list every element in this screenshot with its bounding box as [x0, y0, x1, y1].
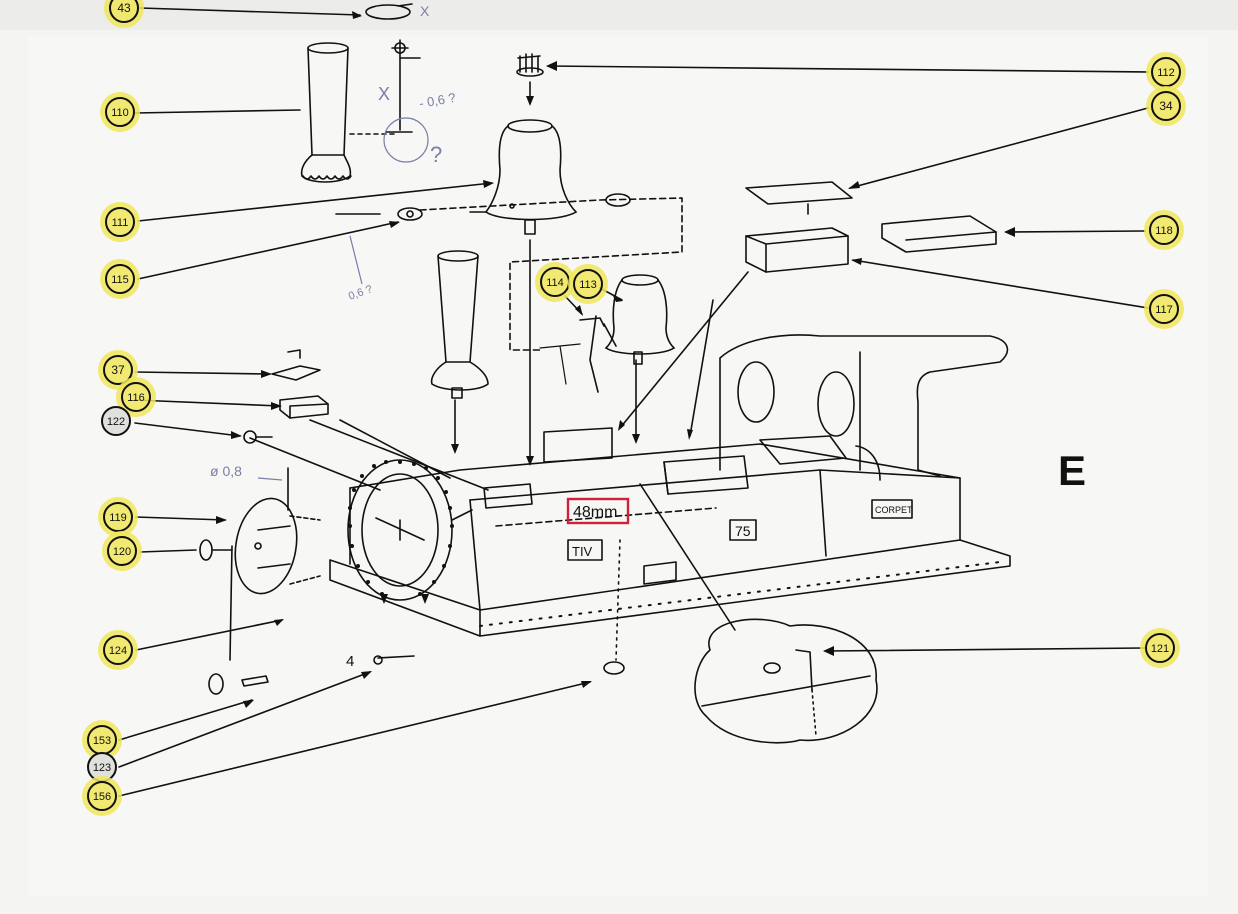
- callout-label: 124: [109, 645, 127, 657]
- part-122-drawing: [243, 430, 273, 444]
- callout-label: 119: [109, 512, 127, 524]
- side-plate-label: TIV: [572, 544, 593, 559]
- highlight-mark: [104, 0, 144, 28]
- part-116-drawing: [279, 395, 329, 419]
- callout-117: 117: [1144, 289, 1184, 329]
- callout-ring: [103, 635, 133, 665]
- callout-label: 111: [112, 217, 129, 229]
- callout-ring: [105, 207, 135, 237]
- callout-label: 112: [1157, 67, 1175, 79]
- note-dimension: - 0,6 ?: [418, 90, 457, 111]
- callout-ring: [109, 0, 139, 23]
- callout-label: 120: [113, 546, 131, 558]
- callout-ring: [1149, 215, 1179, 245]
- callout-ring: [1145, 633, 1175, 663]
- callout-ring: [101, 406, 131, 436]
- callout-label: 123: [93, 762, 111, 774]
- pencil-marks: [257, 117, 429, 481]
- callout-label: 117: [1155, 304, 1173, 316]
- callout-label: 115: [111, 274, 129, 286]
- leader-lines: [118, 7, 1149, 797]
- note-diameter: ø 0,8: [210, 463, 242, 479]
- callout-ring: [121, 382, 151, 412]
- callout-label: 153: [93, 735, 111, 747]
- callout-43: 43: [104, 0, 144, 28]
- callout-34: 34: [1146, 86, 1186, 126]
- funnel-drawing: [430, 250, 489, 399]
- part-34-drawing: [745, 181, 853, 215]
- callout-119: 119: [98, 497, 138, 537]
- smokebox-rivets: [348, 460, 454, 596]
- callout-156: 156: [82, 776, 122, 816]
- quantity-label: 4: [346, 653, 354, 670]
- callout-120: 120: [102, 531, 142, 571]
- cab-plate-label: CORPET: [875, 505, 913, 515]
- callout-124: 124: [98, 630, 138, 670]
- callout-ring: [105, 97, 135, 127]
- part-117-drawing: [745, 227, 849, 273]
- arrow-heads: [216, 11, 1015, 708]
- callout-label: 116: [127, 392, 145, 404]
- part-111-drawing: [335, 119, 683, 351]
- part-113-drawing: [539, 274, 675, 393]
- callout-ring: [105, 264, 135, 294]
- callout-label: 43: [117, 1, 131, 15]
- callout-label: 110: [111, 107, 129, 119]
- note-x: X: [378, 84, 390, 104]
- callout-label: 34: [1159, 99, 1173, 113]
- callout-label: 118: [1155, 225, 1173, 237]
- callout-label: 122: [107, 416, 125, 428]
- callout-label: 113: [579, 279, 597, 291]
- part-118-drawing: [881, 215, 997, 253]
- callout-110: 110: [100, 92, 140, 132]
- part-43-drawing: [365, 3, 413, 20]
- callout-113: 113: [568, 264, 608, 304]
- part-112-drawing: [516, 53, 544, 77]
- callout-112: 112: [1146, 52, 1186, 92]
- callout-122: 122: [101, 406, 131, 436]
- locomotive-body-drawing: [329, 334, 1011, 744]
- dimension-box: [566, 497, 630, 525]
- callout-118: 118: [1144, 210, 1184, 250]
- callout-ring: [103, 355, 133, 385]
- callout-121: 121: [1140, 628, 1180, 668]
- callout-111: 111: [100, 202, 140, 242]
- callout-label: 121: [1151, 643, 1169, 655]
- callout-label: 114: [546, 277, 564, 289]
- part-115-drawing: [397, 193, 631, 221]
- callout-ring: [573, 269, 603, 299]
- callout-ring: [107, 536, 137, 566]
- callout-116: 116: [116, 377, 156, 417]
- part-37-drawing: [271, 349, 321, 381]
- callout-label: 156: [93, 791, 111, 803]
- callout-ring: [1151, 91, 1181, 121]
- note-x-top: X: [420, 3, 430, 19]
- callout-ring: [1149, 294, 1179, 324]
- part-110-drawing: [300, 39, 421, 183]
- sheet-letter: E: [1058, 447, 1086, 494]
- callout-ring: [103, 502, 133, 532]
- door-plate-drawing: [199, 467, 321, 695]
- callout-label: 37: [111, 363, 125, 377]
- callout-115: 115: [100, 259, 140, 299]
- callout-ring: [87, 781, 117, 811]
- dimension-label: 48mm: [573, 504, 617, 521]
- number-plate-label: 75: [735, 523, 751, 539]
- note-question: ?: [430, 142, 442, 167]
